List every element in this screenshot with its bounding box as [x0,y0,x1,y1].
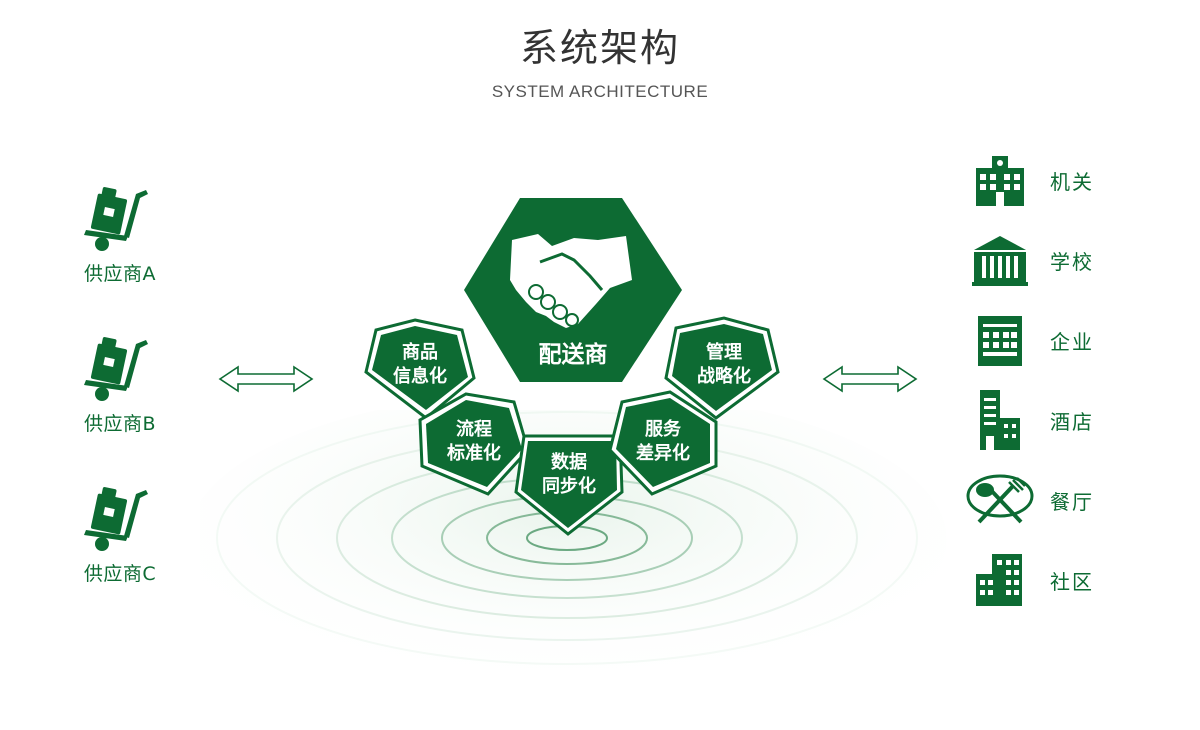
destination-community: 社区 [960,540,1160,620]
feature-line2: 标准化 [446,442,501,464]
feature-commodity-informatization: 商品 信息化 [364,318,476,420]
feature-management-strategy: 管理 战略化 [664,316,780,420]
hand-truck-icon [60,183,180,255]
hotel-building-icon [960,387,1040,453]
hub-label: 配送商 [539,341,608,368]
destination-label: 餐厅 [1050,489,1094,514]
left-double-arrow-icon [218,365,314,393]
supplier-label: 供应商C [83,563,157,585]
school-building-icon [960,227,1040,293]
feature-process-standardization: 流程 标准化 [418,392,530,496]
feature-data-synchronization: 数据 同步化 [514,434,624,536]
destination-enterprise: 企业 [960,300,1160,380]
supplier-c: 供应商C [60,483,180,586]
community-building-icon [960,547,1040,613]
destination-label: 企业 [1050,329,1094,354]
supplier-b: 供应商B [60,333,180,436]
destination-label: 社区 [1050,569,1094,594]
feature-line1: 商品 [402,341,438,363]
destination-hotel: 酒店 [960,380,1160,460]
page-subtitle: SYSTEM ARCHITECTURE [491,82,709,101]
supplier-label: 供应商A [84,263,156,285]
destination-government: 机关 [960,140,1160,220]
feature-line2: 差异化 [636,442,690,464]
office-building-icon [960,307,1040,373]
feature-line1: 数据 [551,451,587,473]
feature-line2: 信息化 [393,365,447,387]
distributor-cluster: 配送商 商品 信息化 流程 标准化 数据 同步化 [340,188,800,708]
feature-line1: 流程 [456,418,492,440]
hand-truck-icon [60,483,180,555]
destination-list: 机关 学校 [960,140,1160,620]
supplier-label: 供应商B [83,413,157,435]
right-double-arrow-icon [822,365,918,393]
feature-line1: 服务 [645,418,682,440]
destination-label: 酒店 [1050,409,1094,434]
restaurant-icon [960,467,1040,533]
feature-service-differentiation: 服务 差异化 [608,390,718,496]
handshake-icon [510,234,632,328]
government-building-icon [960,147,1040,213]
destination-restaurant: 餐厅 [960,460,1160,540]
feature-line1: 管理 [706,341,742,363]
feature-line2: 同步化 [542,475,596,497]
distributor-hub: 配送商 [464,198,682,382]
supplier-a: 供应商A [60,183,180,286]
feature-line2: 战略化 [697,365,751,387]
page-title: 系统架构 [519,26,680,70]
destination-label: 机关 [1050,169,1094,194]
destination-school: 学校 [960,220,1160,300]
destination-label: 学校 [1050,249,1094,274]
hand-truck-icon [60,333,180,405]
